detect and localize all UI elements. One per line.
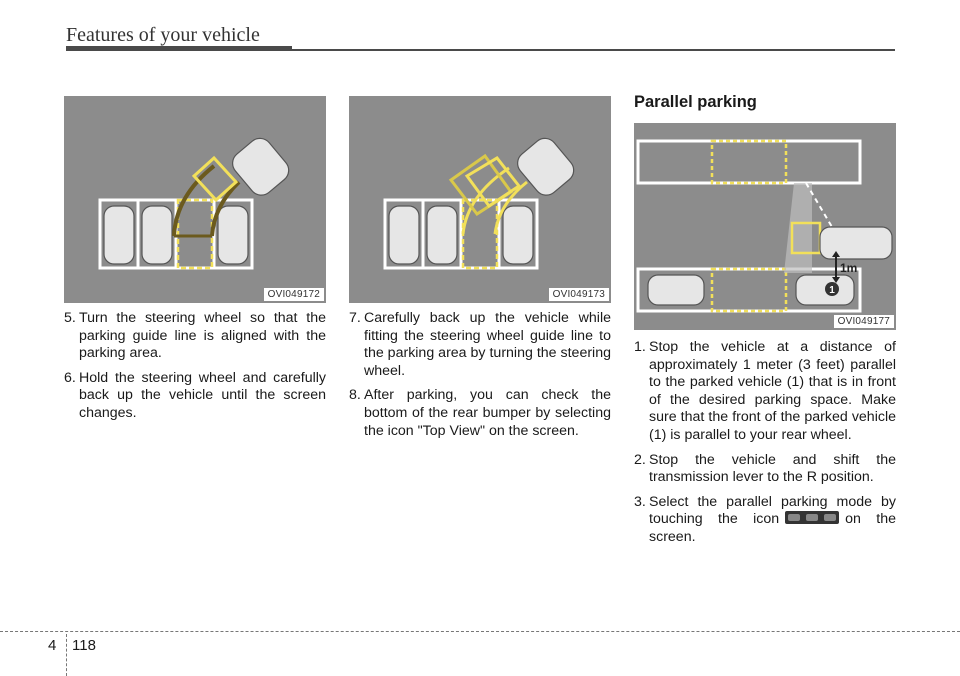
- illustration-2: [383, 137, 575, 270]
- step-5: 5.Turn the steering wheel so that the pa…: [64, 310, 326, 362]
- step-8: 8.After parking, you can check the botto…: [349, 387, 611, 439]
- figure-perpendicular-parking-1: OVI049172: [64, 96, 326, 303]
- parallel-parking-icon: [785, 511, 840, 525]
- steps-column-3: 1.Stop the vehicle at a distance of appr…: [634, 339, 896, 554]
- page-header-title: Features of your vehicle: [66, 24, 260, 46]
- figure-parallel-parking: 1m 1 OVI049177: [634, 123, 896, 330]
- figure-code: OVI049177: [833, 315, 894, 328]
- header-rule: [292, 49, 895, 51]
- step-7: 7.Carefully back up the vehicle while fi…: [349, 310, 611, 379]
- steps-column-2: 7.Carefully back up the vehicle while fi…: [349, 310, 611, 447]
- page-number: 118: [72, 637, 96, 654]
- steps-column-1: 5.Turn the steering wheel so that the pa…: [64, 310, 326, 430]
- step-3: 3.Select the parallel parking mode by to…: [634, 493, 896, 545]
- figure-perpendicular-parking-2: OVI049173: [349, 96, 611, 303]
- illustration-1: [98, 137, 290, 270]
- step-6: 6.Hold the steering wheel and carefully …: [64, 369, 326, 421]
- vehicle-marker: 1: [829, 285, 835, 296]
- section-heading-parallel-parking: Parallel parking: [634, 93, 757, 111]
- footer-rule: [0, 631, 960, 632]
- distance-label: 1m: [840, 261, 857, 275]
- figure-code: OVI049173: [548, 288, 609, 301]
- header-bar: [66, 46, 292, 51]
- illustration-3: 1m 1: [636, 139, 893, 313]
- chapter-number: 4: [48, 637, 57, 654]
- step-2: 2.Stop the vehicle and shift the transmi…: [634, 451, 896, 486]
- figure-code: OVI049172: [263, 288, 324, 301]
- step-1: 1.Stop the vehicle at a distance of appr…: [634, 339, 896, 443]
- footer-divider: [66, 634, 67, 676]
